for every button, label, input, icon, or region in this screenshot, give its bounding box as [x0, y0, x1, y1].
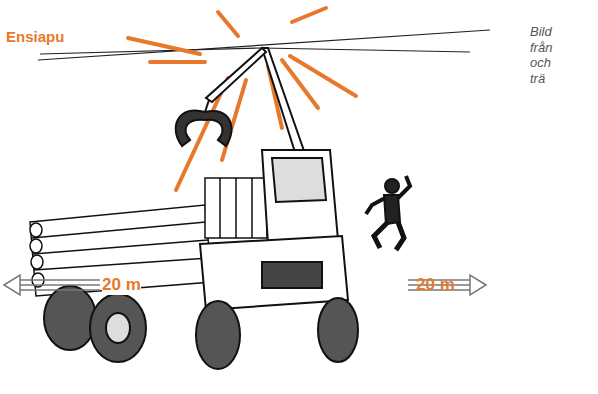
grapple-claw: [205, 111, 231, 146]
arrow-head: [4, 275, 20, 295]
cab-window: [272, 158, 326, 202]
distance-arrow-left: [4, 275, 100, 295]
wheel: [90, 294, 146, 362]
spark-ray: [218, 12, 238, 36]
headboard-frame: [205, 178, 267, 238]
grille: [262, 262, 322, 288]
power-wire: [40, 48, 262, 54]
headboard-bar: [219, 178, 221, 238]
load-bunk: [30, 205, 212, 296]
spark-ray: [292, 8, 326, 22]
log-end: [30, 239, 42, 253]
rotator: [205, 100, 209, 112]
log-load: [30, 205, 212, 296]
person-arm: [398, 176, 410, 198]
person-arm: [366, 198, 385, 214]
tractor-unit: [200, 150, 348, 310]
warning-label: Ensiapu: [6, 28, 64, 46]
wheel: [44, 286, 96, 350]
cab: [262, 150, 338, 244]
wheel-hub: [106, 313, 130, 343]
wheel: [318, 298, 358, 362]
log-line: [32, 222, 206, 238]
log-end: [31, 255, 43, 269]
caption-note: Bild från och trä: [530, 24, 566, 86]
person-head: [385, 179, 399, 193]
arrow-head: [470, 275, 486, 295]
headboard-bar: [235, 178, 237, 238]
power-wire: [262, 48, 470, 52]
wheels: [44, 286, 358, 369]
person-leg: [374, 222, 388, 248]
arrow-shaft: [20, 289, 100, 291]
log-line: [34, 258, 209, 270]
distance-label: 20 m: [416, 275, 455, 295]
log-line: [33, 240, 208, 254]
jumping-person: [366, 176, 410, 250]
arrow-shaft: [20, 279, 100, 281]
spark-ray: [290, 56, 356, 96]
wheel: [196, 301, 240, 369]
crane-jib: [206, 48, 266, 102]
headboard: [205, 178, 267, 238]
chassis: [200, 236, 348, 310]
headboard-bar: [251, 178, 253, 238]
distance-arrow-right: [408, 275, 486, 295]
person-leg: [396, 222, 404, 250]
distance-label: 20 m: [102, 275, 141, 295]
log-end: [30, 223, 42, 237]
spark-ray: [128, 38, 200, 54]
person-body: [384, 195, 400, 224]
arrow-shaft: [20, 284, 100, 286]
grapple-claw: [176, 110, 205, 146]
spark-ray: [150, 60, 205, 64]
